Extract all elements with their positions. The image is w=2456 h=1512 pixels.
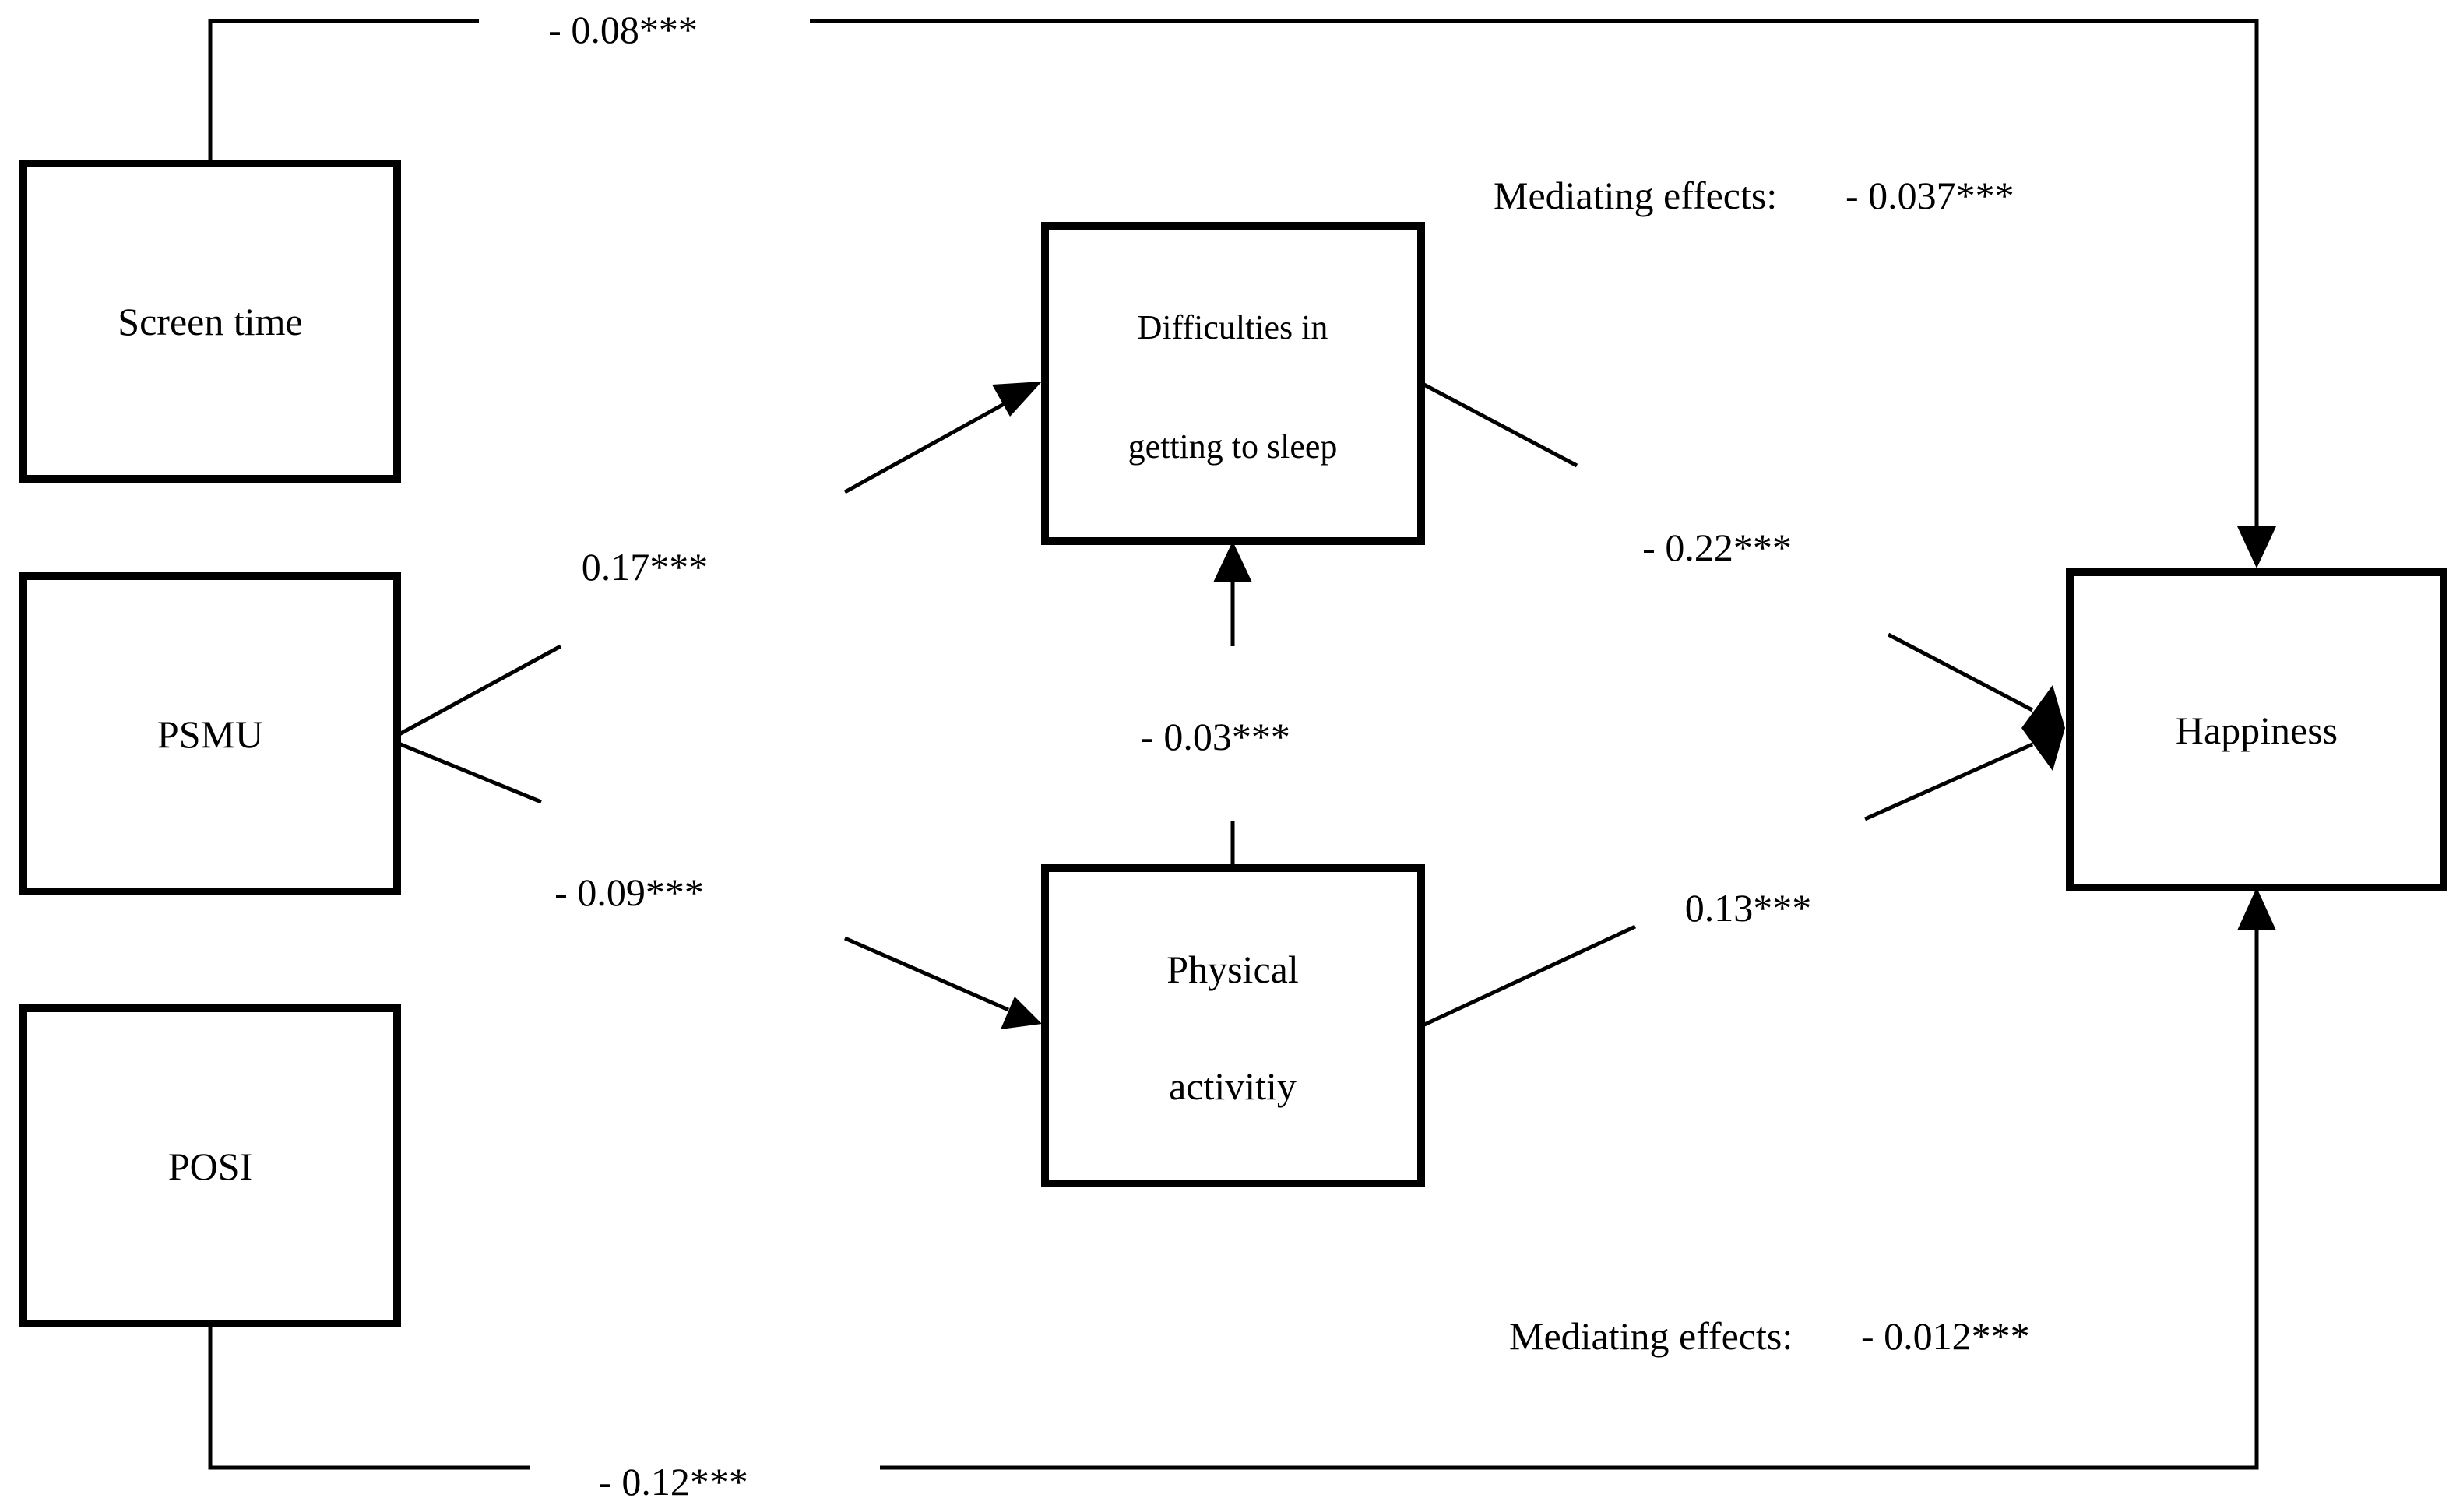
mediating-effects-bottom-label: Mediating effects: xyxy=(1509,1314,1793,1358)
arrowhead-physical-to-sleep xyxy=(1213,541,1252,582)
coef-screen-to-happiness: - 0.08*** xyxy=(548,8,698,51)
path-physical-to-happiness xyxy=(1420,728,2065,1029)
node-physical-label-line1: Physical xyxy=(1166,948,1298,991)
node-sleep-label-line1: Difficulties in xyxy=(1138,308,1328,346)
mediating-effects-top-value: - 0.037*** xyxy=(1846,174,2014,217)
arrowhead-sleep-to-happiness xyxy=(2021,685,2065,728)
node-sleep-label-line2: getting to sleep xyxy=(1128,427,1338,466)
node-happiness: Happiness xyxy=(2066,568,2447,891)
coef-physical-to-sleep: - 0.03*** xyxy=(1141,715,1290,758)
mediating-effects-bottom-value: - 0.012*** xyxy=(1861,1314,2030,1358)
arrowhead-psmu-to-physical xyxy=(1001,997,1042,1029)
coef-posi-to-happiness: - 0.12*** xyxy=(599,1460,748,1503)
arrowhead-screen-to-happiness xyxy=(2237,526,2276,568)
node-screen-time-label: Screen time xyxy=(118,300,302,343)
path-posi-to-happiness xyxy=(208,888,2276,1470)
path-physical-to-sleep xyxy=(1213,541,1252,864)
arrowhead-physical-to-happiness xyxy=(2021,728,2065,771)
node-physical-label-line2: activitiy xyxy=(1169,1064,1297,1108)
coef-physical-to-happiness: 0.13*** xyxy=(1685,886,1812,930)
node-psmu: PSMU xyxy=(19,572,401,895)
arrowhead-posi-to-happiness xyxy=(2237,888,2276,930)
coef-psmu-to-physical: - 0.09*** xyxy=(554,870,704,914)
node-difficulties-sleep: Difficulties in getting to sleep xyxy=(1041,222,1425,545)
node-screen-time: Screen time xyxy=(19,160,401,483)
coef-psmu-to-sleep: 0.17*** xyxy=(582,545,709,589)
coef-sleep-to-happiness: - 0.22*** xyxy=(1642,526,1792,569)
node-posi: POSI xyxy=(19,1004,401,1327)
node-happiness-label: Happiness xyxy=(2176,709,2338,752)
arrowhead-psmu-to-sleep xyxy=(992,382,1042,417)
path-psmu-to-sleep xyxy=(388,382,1042,742)
mediating-effects-top-label: Mediating effects: xyxy=(1494,174,1777,217)
path-psmu-to-physical xyxy=(389,737,1042,1029)
node-posi-label: POSI xyxy=(168,1145,252,1188)
path-sleep-to-happiness xyxy=(1420,381,2065,728)
path-screen-to-happiness xyxy=(208,19,2276,568)
node-physical-activity: Physical activitiy xyxy=(1041,864,1425,1187)
node-psmu-label: PSMU xyxy=(157,712,263,756)
